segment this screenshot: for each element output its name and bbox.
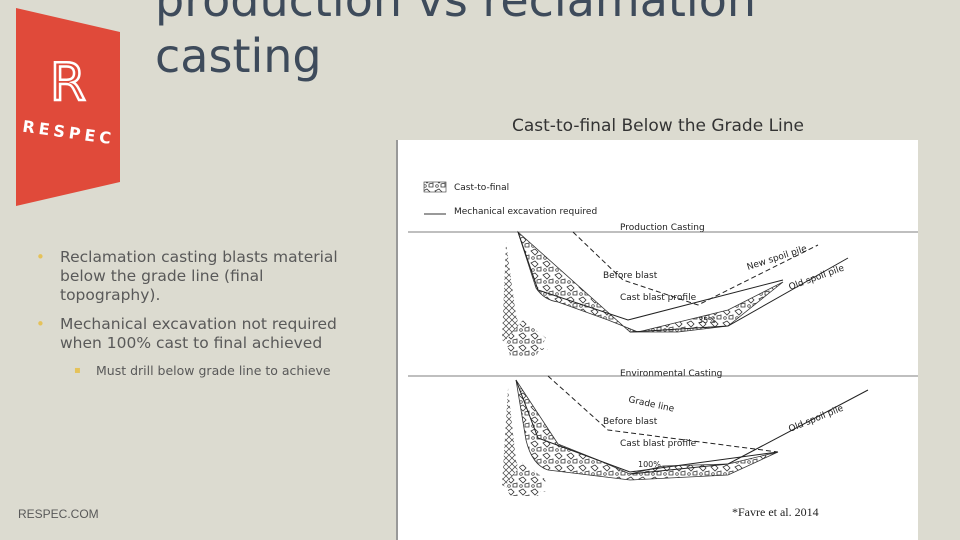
panel2-label-old-spoil: Old spoil pile <box>787 404 845 435</box>
panel2-cast-area <box>515 379 779 481</box>
panel1-cast-profile <box>517 231 784 321</box>
panel2-label-cast-profile: Cast blast profile <box>620 439 697 449</box>
bullet-text: Mechanical excavation not required when … <box>60 315 337 352</box>
slide-title: production vs reclamation casting <box>155 0 756 84</box>
citation: *Favre et al. 2014 <box>732 505 819 519</box>
panel2-highwall <box>502 388 546 492</box>
panel1-label-cast-profile: Cast blast profile <box>620 293 697 303</box>
title-line-2: casting <box>155 29 322 83</box>
panel1-title: Production Casting <box>620 223 705 233</box>
panel1-label-old-spoil: Old spoil pile <box>788 263 847 292</box>
panel1-highwall <box>502 242 548 350</box>
panel1-old-spoil <box>629 257 849 333</box>
bullet-marker: • <box>36 248 45 266</box>
bullet-item: • Mechanical excavation not required whe… <box>36 315 366 380</box>
logo-letter: R <box>50 53 86 113</box>
panel2-label-grade-line: Grade line <box>627 395 675 415</box>
panel2-old-spoil <box>629 389 869 475</box>
panel1-new-spoil <box>572 231 819 306</box>
panel2-percent: 100% <box>638 460 661 469</box>
title-line-1: production vs reclamation <box>155 0 757 27</box>
panel2-title: Environmental Casting <box>620 369 722 379</box>
panel1-label-new-spoil: New spoil pile <box>746 244 809 273</box>
bullet-text: Reclamation casting blasts material belo… <box>60 248 338 304</box>
panel1-label-before-blast: Before blast <box>603 271 658 281</box>
bullet-item: • Reclamation casting blasts material be… <box>36 248 366 305</box>
respec-logo: R RESPEC <box>16 8 120 206</box>
panel1-percent: 35% <box>698 316 716 325</box>
legend-mechanical: Mechanical excavation required <box>454 207 597 217</box>
legend-swatch-cast <box>423 181 447 193</box>
panel2-label-before-blast: Before blast <box>603 417 658 427</box>
casting-diagram: Cast-to-final Mechanical excavation requ… <box>396 140 918 540</box>
figure-caption: Cast-to-final Below the Grade Line <box>512 116 805 136</box>
sub-bullet-item: ▪ Must drill below grade line to achieve <box>60 361 366 380</box>
panel2-rubble <box>506 462 546 496</box>
sub-bullet-marker: ▪ <box>74 365 81 376</box>
panel1-cast-area <box>517 230 784 333</box>
panel2-grade-line <box>547 375 779 453</box>
sub-bullet-list: ▪ Must drill below grade line to achieve <box>60 361 366 380</box>
legend-cast-to-final: Cast-to-final <box>454 183 509 193</box>
bullet-marker: • <box>36 315 45 333</box>
panel1-rubble <box>506 320 546 356</box>
panel2-cast-profile <box>515 379 779 473</box>
footer-url: RESPEC.COM <box>18 507 99 521</box>
sub-bullet-text: Must drill below grade line to achieve <box>96 363 331 378</box>
bullet-list: • Reclamation casting blasts material be… <box>36 248 366 390</box>
